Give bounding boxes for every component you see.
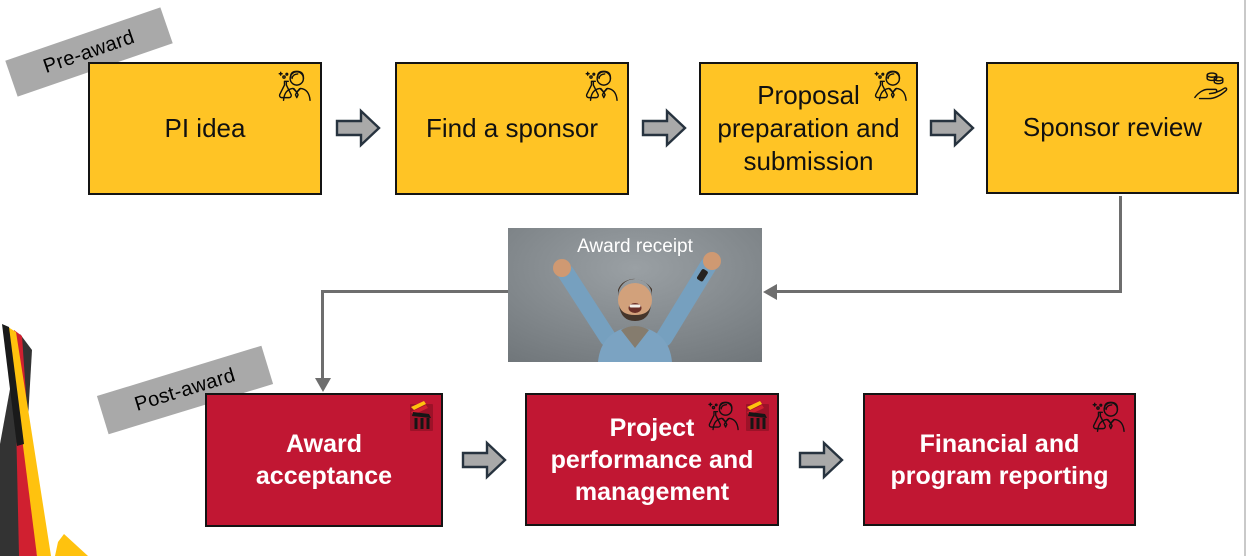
flow-box-project-performance: Project performance and management [525, 393, 779, 526]
flow-arrow-right [335, 108, 381, 148]
connector-receipt-to-acceptance-vertical [321, 290, 324, 378]
slide-right-edge [1244, 0, 1246, 556]
flow-box-label: Proposal preparation and submission [717, 79, 900, 177]
flow-box-label: PI idea [164, 112, 246, 143]
flow-box-label: Sponsor review [1022, 112, 1203, 143]
award-receipt-caption: Award receipt [577, 236, 693, 257]
column-icon [746, 401, 769, 431]
flow-box-sponsor-review: Sponsor review [986, 62, 1239, 194]
flow-arrow-right [641, 108, 687, 148]
flow-box-label: Project performance and management [550, 413, 754, 506]
award-receipt-image: Award receipt [508, 228, 762, 362]
scientist-icon [585, 70, 618, 101]
scientist-icon [278, 70, 311, 101]
scientist-icon [1092, 401, 1125, 432]
corner-stripes-decoration [0, 324, 88, 556]
flow-arrow-right [798, 440, 844, 480]
flow-box-pi-idea: PI idea [88, 62, 322, 195]
flow-box-label: Find a sponsor [426, 112, 598, 143]
scientist-icon [708, 401, 739, 431]
scientist-icon [874, 70, 907, 101]
hand-coins-icon [1194, 72, 1228, 100]
flow-arrow-right [461, 440, 507, 480]
connector-arrowhead-down [315, 378, 331, 392]
flow-box-label: Award acceptance [255, 430, 393, 490]
flow-box-award-acceptance: Award acceptance [205, 393, 443, 527]
flow-arrow-right [929, 108, 975, 148]
flow-box-label: Financial and program reporting [890, 429, 1109, 490]
celebrating-man-illustration [508, 228, 762, 362]
connector-receipt-to-acceptance-horizontal [321, 290, 508, 293]
connector-sponsor-to-receipt-horizontal [776, 290, 1122, 293]
flow-box-find-a-sponsor: Find a sponsor [395, 62, 629, 195]
flow-box-proposal-preparation: Proposal preparation and submission [699, 62, 918, 195]
connector-arrowhead-left [763, 284, 777, 300]
flow-box-financial-reporting: Financial and program reporting [863, 393, 1136, 526]
connector-sponsor-to-receipt-vertical [1119, 196, 1122, 292]
column-icon [410, 401, 433, 431]
